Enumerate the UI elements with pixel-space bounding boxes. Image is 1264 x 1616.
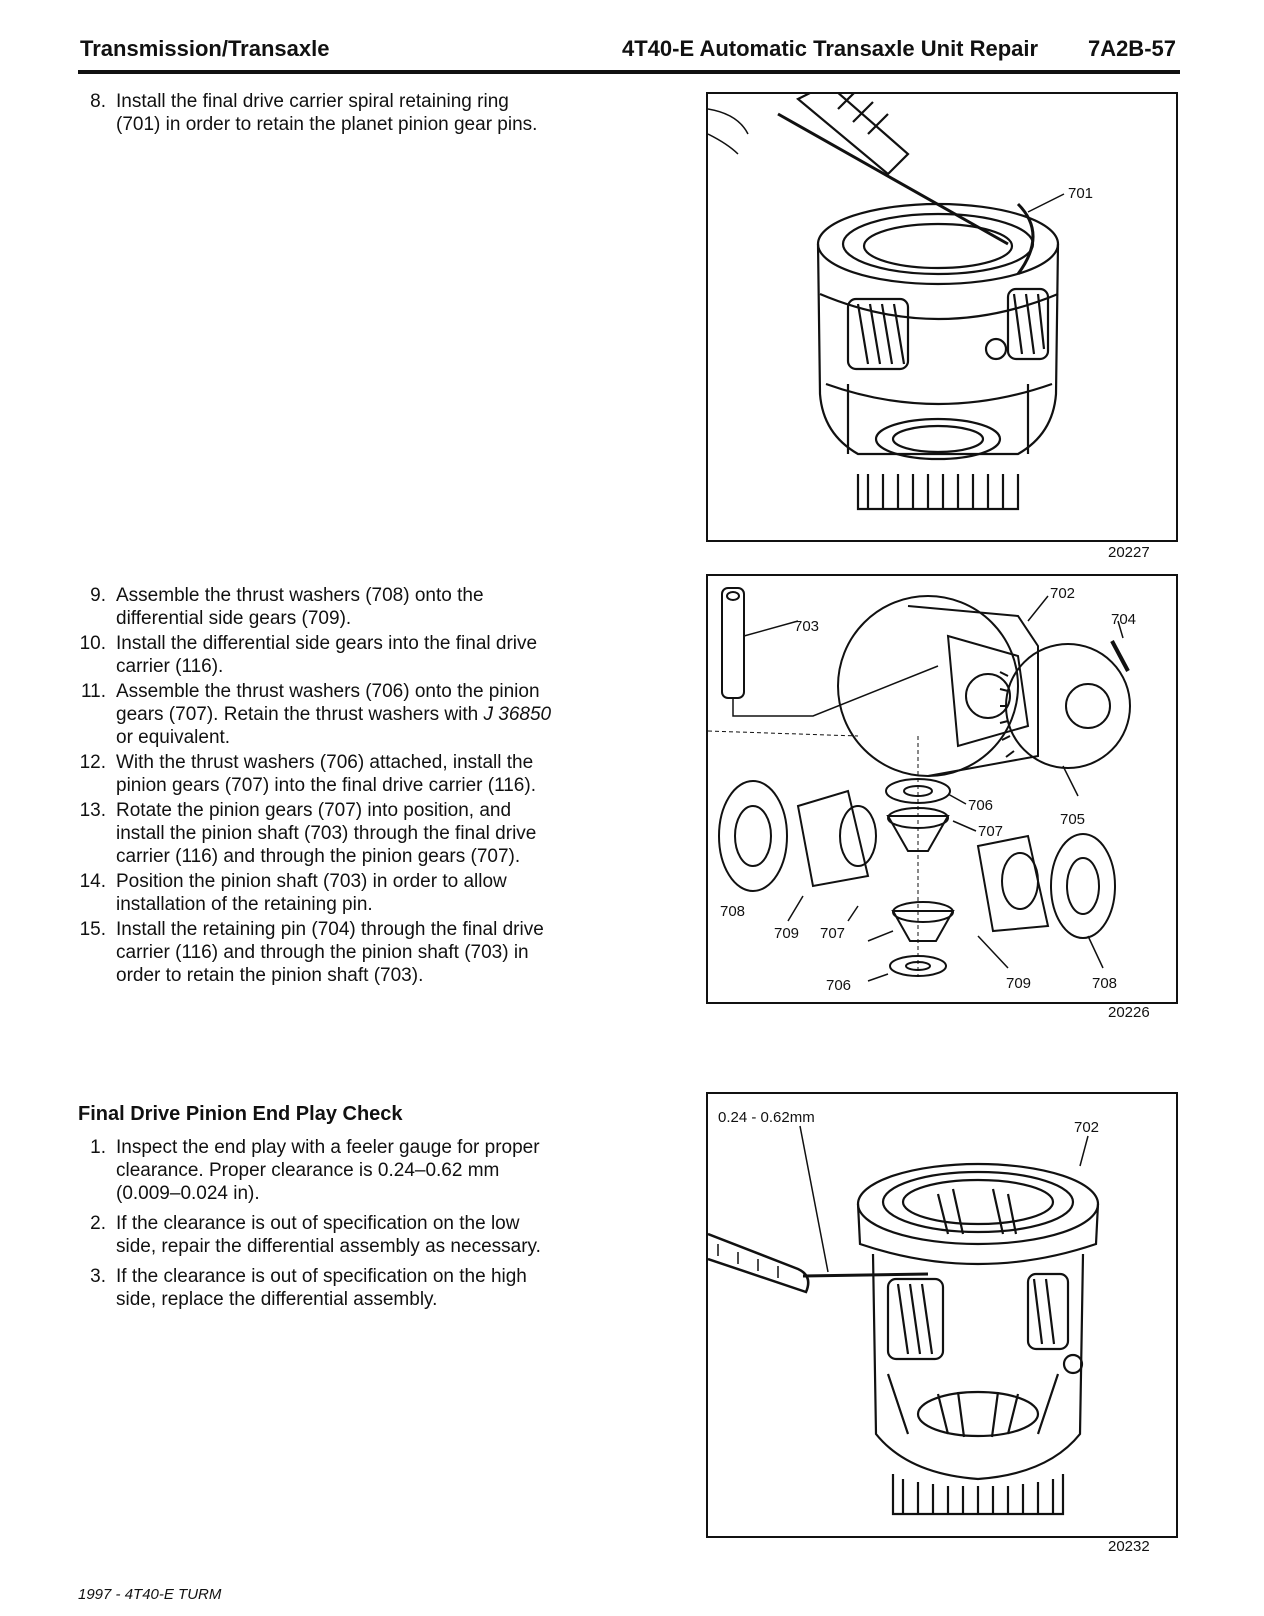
step-number: 2. — [90, 1213, 106, 1234]
step-item: 9. Assemble the thrust washers (708) ont… — [78, 584, 558, 630]
step-item: 8. Install the final drive carrier spira… — [78, 90, 558, 136]
figure-number: 20232 — [1108, 1538, 1150, 1555]
callout-709: 709 — [1006, 975, 1031, 992]
callout-703: 703 — [794, 618, 819, 635]
figure-differential-exploded: 703 702 704 706 707 705 708 709 707 709 … — [706, 574, 1178, 1004]
step-text-pre: Assemble the thrust washers (706) onto t… — [116, 681, 540, 725]
step-item: 10. Install the differential side gears … — [78, 632, 558, 678]
step-text: Position the pinion shaft (703) in order… — [116, 871, 507, 915]
step-number: 11. — [80, 681, 106, 702]
step-item: 3. If the clearance is out of specificat… — [78, 1265, 558, 1311]
figure-illustration: 0.24 - 0.62mm 702 — [708, 1109, 1100, 1516]
callout-705: 705 — [1060, 811, 1085, 828]
step-number: 12. — [79, 752, 106, 773]
callout-708: 708 — [1092, 975, 1117, 992]
step-text: Rotate the pinion gears (707) into posit… — [116, 800, 537, 867]
step-item: 2. If the clearance is out of specificat… — [78, 1212, 558, 1258]
step-number: 8. — [90, 91, 106, 112]
step-text: Install the retaining pin (704) through … — [116, 919, 544, 986]
steps-list-a: 8. Install the final drive carrier spira… — [78, 90, 558, 138]
step-number: 15. — [79, 919, 106, 940]
tool-number: J 36850 — [483, 704, 552, 725]
callout-707: 707 — [978, 823, 1003, 840]
figure-number: 20227 — [1108, 544, 1150, 561]
page-header: Transmission/Transaxle 4T40-E Automatic … — [78, 34, 1180, 74]
callout-702: 702 — [1074, 1119, 1099, 1136]
header-page-number: 7A2B-57 — [1087, 36, 1176, 61]
callout-709: 709 — [774, 925, 799, 942]
section-steps-list: 1. Inspect the end play with a feeler ga… — [78, 1136, 558, 1318]
section-heading: Final Drive Pinion End Play Check — [78, 1103, 403, 1125]
step-number: 10. — [79, 633, 106, 654]
header-section-title: Transmission/Transaxle — [80, 36, 330, 61]
header-chapter-title: 4T40-E Automatic Transaxle Unit Repair — [622, 36, 1039, 61]
step-number: 9. — [90, 585, 106, 606]
step-text: With the thrust washers (706) attached, … — [116, 752, 536, 796]
step-item: 12. With the thrust washers (706) attach… — [78, 751, 558, 797]
step-text: Install the differential side gears into… — [116, 633, 538, 677]
step-text: Assemble the thrust washers (708) onto t… — [116, 585, 484, 629]
steps-list-b: 9. Assemble the thrust washers (708) ont… — [78, 584, 558, 989]
step-number: 14. — [79, 871, 106, 892]
callout-clearance: 0.24 - 0.62mm — [718, 1109, 815, 1126]
figure-end-play-check: 0.24 - 0.62mm 702 — [706, 1092, 1178, 1538]
step-number: 3. — [90, 1266, 106, 1287]
figure-illustration: 703 702 704 706 707 705 708 709 707 709 … — [708, 585, 1136, 994]
figure-number: 20226 — [1108, 1004, 1150, 1021]
figure-illustration: 701 — [708, 94, 1093, 511]
step-number: 13. — [79, 800, 106, 821]
step-text: If the clearance is out of specification… — [116, 1266, 527, 1310]
step-text: Inspect the end play with a feeler gauge… — [116, 1137, 540, 1204]
step-item: 14. Position the pinion shaft (703) in o… — [78, 870, 558, 916]
step-item: 11. Assemble the thrust washers (706) on… — [78, 680, 558, 749]
callout-708: 708 — [720, 903, 745, 920]
step-text-post: or equivalent. — [116, 727, 231, 748]
step-item: 13. Rotate the pinion gears (707) into p… — [78, 799, 558, 868]
figure-spiral-ring-install: 701 — [706, 92, 1178, 542]
callout-702: 702 — [1050, 585, 1075, 602]
callout-707: 707 — [820, 925, 845, 942]
step-item: 15. Install the retaining pin (704) thro… — [78, 918, 558, 987]
callout-701: 701 — [1068, 185, 1093, 202]
step-item: 1. Inspect the end play with a feeler ga… — [78, 1136, 558, 1205]
page-footer: 1997 - 4T40-E TURM — [78, 1586, 222, 1603]
callout-706: 706 — [968, 797, 993, 814]
step-text: Install the final drive carrier spiral r… — [116, 91, 538, 135]
step-number: 1. — [90, 1137, 106, 1158]
callout-706: 706 — [826, 977, 851, 994]
callout-704: 704 — [1111, 611, 1136, 628]
step-text: If the clearance is out of specification… — [116, 1213, 541, 1257]
